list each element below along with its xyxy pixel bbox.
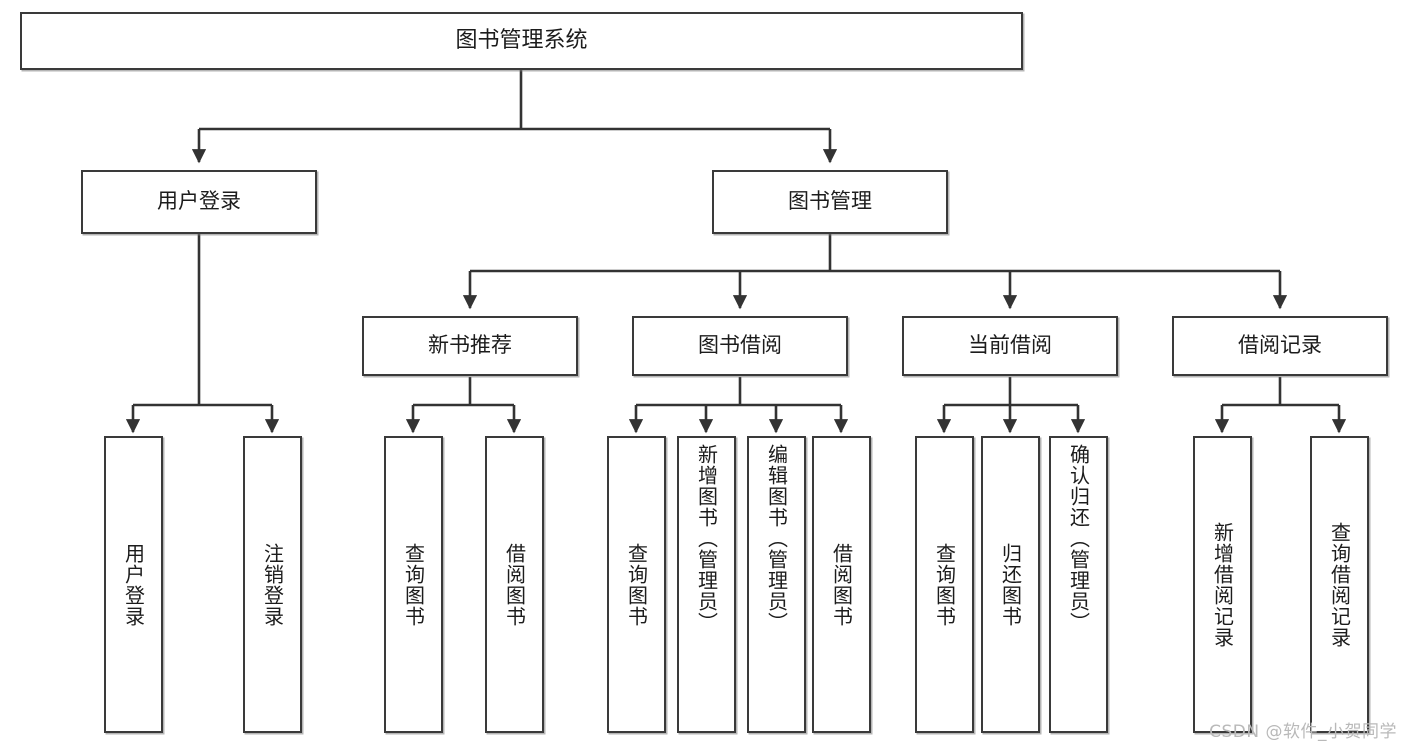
node-label: 用户登录 [121, 542, 146, 627]
node-label: 查询图书 [401, 542, 426, 627]
leaf-user-login-login[interactable]: 用户登录 [104, 436, 163, 733]
node-label: 新增图书（管理员） [694, 444, 719, 633]
node-new-book-recommend[interactable]: 新书推荐 [362, 316, 578, 376]
node-label: 当前借阅 [968, 333, 1052, 358]
leaf-new-book-query-book[interactable]: 查询图书 [384, 436, 443, 733]
node-label: 查询借阅记录 [1327, 521, 1352, 648]
leaf-borrow-record-query-record[interactable]: 查询借阅记录 [1310, 436, 1369, 733]
leaf-current-borrow-confirm-return[interactable]: 确认归还（管理员） [1049, 436, 1108, 733]
node-label: 用户登录 [157, 189, 241, 214]
leaf-borrow-record-add-record[interactable]: 新增借阅记录 [1193, 436, 1252, 733]
leaf-book-borrow-add-book[interactable]: 新增图书（管理员） [677, 436, 736, 733]
leaf-book-borrow-borrow-book[interactable]: 借阅图书 [812, 436, 871, 733]
node-label: 编辑图书（管理员） [764, 444, 789, 633]
node-label: 借阅图书 [829, 542, 854, 627]
node-user-login[interactable]: 用户登录 [81, 170, 317, 234]
node-label: 图书管理系统 [455, 27, 588, 53]
csdn-watermark: CSDN @软件_小贺同学 [1209, 722, 1397, 742]
node-label: 借阅图书 [502, 542, 527, 627]
node-label: 确认归还（管理员） [1066, 444, 1091, 633]
leaf-current-borrow-query-book[interactable]: 查询图书 [915, 436, 974, 733]
node-label: 注销登录 [260, 542, 285, 627]
node-label: 新增借阅记录 [1210, 521, 1235, 648]
node-label: 新书推荐 [428, 333, 512, 358]
node-label: 归还图书 [998, 542, 1023, 627]
node-borrow-record[interactable]: 借阅记录 [1172, 316, 1388, 376]
node-label: 查询图书 [624, 542, 649, 627]
leaf-book-borrow-query-book[interactable]: 查询图书 [607, 436, 666, 733]
node-label: 图书管理 [788, 189, 872, 214]
leaf-book-borrow-edit-book[interactable]: 编辑图书（管理员） [747, 436, 806, 733]
node-root-system[interactable]: 图书管理系统 [20, 12, 1023, 70]
node-book-management[interactable]: 图书管理 [712, 170, 948, 234]
leaf-user-login-logout[interactable]: 注销登录 [243, 436, 302, 733]
node-book-borrow[interactable]: 图书借阅 [632, 316, 848, 376]
leaf-new-book-borrow-book[interactable]: 借阅图书 [485, 436, 544, 733]
node-label: 图书借阅 [698, 333, 782, 358]
node-label: 查询图书 [932, 542, 957, 627]
node-current-borrow[interactable]: 当前借阅 [902, 316, 1118, 376]
leaf-current-borrow-return-book[interactable]: 归还图书 [981, 436, 1040, 733]
node-label: 借阅记录 [1238, 333, 1322, 358]
